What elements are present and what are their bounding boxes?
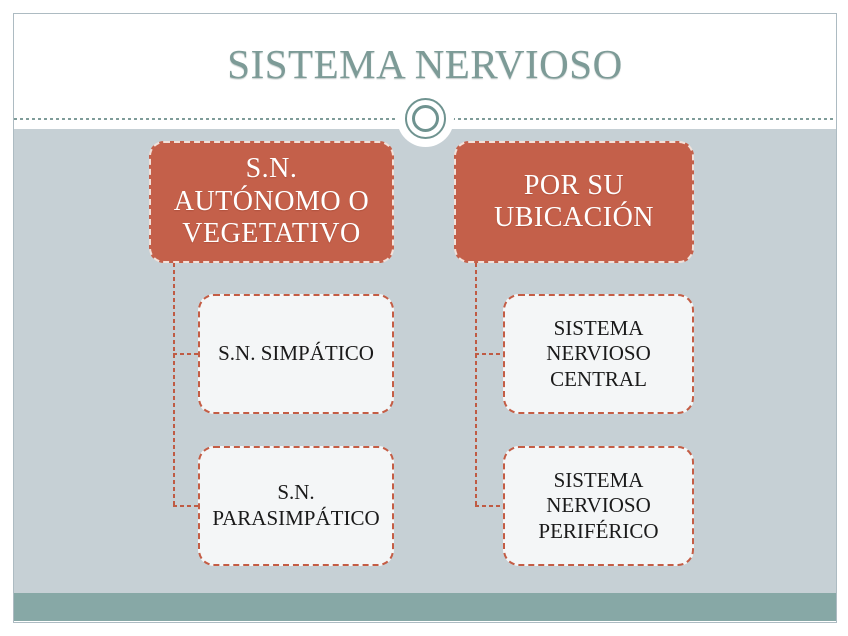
footer-accent-bar <box>14 593 836 621</box>
connector-right-stub-1 <box>475 353 504 355</box>
node-por-su-ubicacion: POR SU UBICACIÓN <box>454 141 694 263</box>
slide-body <box>14 129 836 593</box>
divider-inner-ring <box>412 105 439 132</box>
connector-left-stub-2 <box>173 505 199 507</box>
connector-right-stub-2 <box>475 505 504 507</box>
divider-double-ring-icon <box>405 98 446 139</box>
connector-left-vertical <box>173 263 175 507</box>
node-sistema-nervioso-periferico: SISTEMA NERVIOSO PERIFÉRICO <box>503 446 694 566</box>
slide-frame: SISTEMA NERVIOSO S.N. AUTÓNOMO O VEGETAT… <box>13 13 837 623</box>
node-sn-autonomo-vegetativo: S.N. AUTÓNOMO O VEGETATIVO <box>149 141 394 263</box>
node-sn-parasimpatico: S.N. PARASIMPÁTICO <box>198 446 394 566</box>
slide-title: SISTEMA NERVIOSO <box>227 41 623 87</box>
node-sn-simpatico: S.N. SIMPÁTICO <box>198 294 394 414</box>
connector-right-vertical <box>475 263 477 507</box>
connector-left-stub-1 <box>173 353 199 355</box>
node-sistema-nervioso-central: SISTEMA NERVIOSO CENTRAL <box>503 294 694 414</box>
